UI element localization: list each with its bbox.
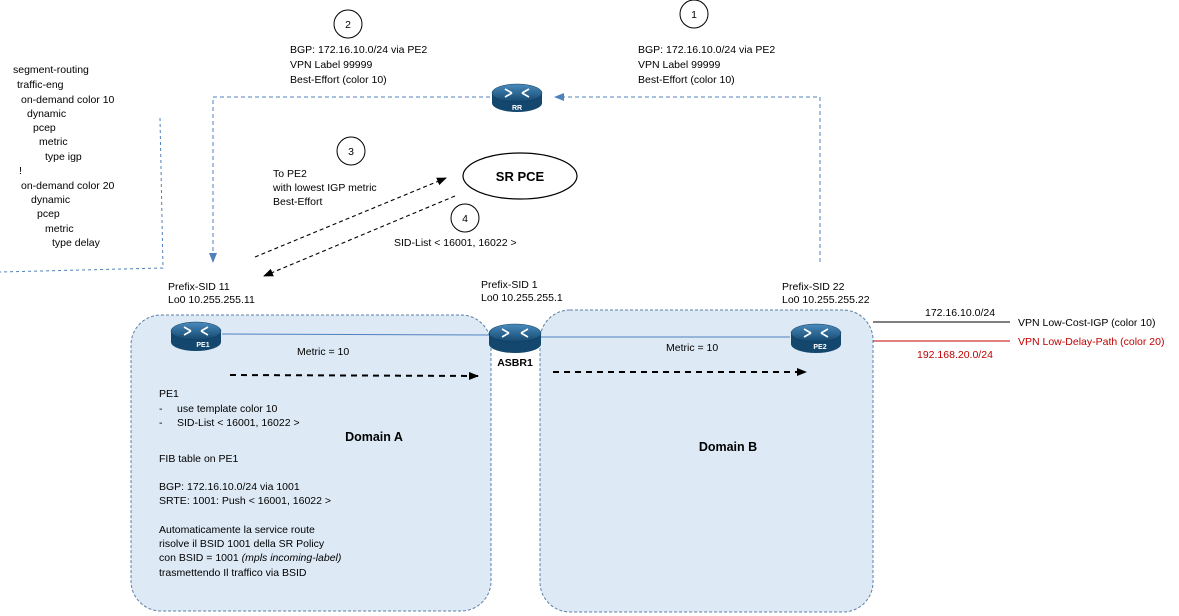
config-line: segment-routing [13,64,89,76]
domain-b-area [539,309,874,613]
pe2-loopback: Lo0 10.255.255.22 [782,294,870,306]
domain-a-area [130,314,492,612]
config-line: metric [39,136,68,148]
config-line: dynamic [31,194,70,206]
bgp-update-text: VPN Label 99999 [290,59,372,71]
asbr1-router-icon[interactable] [488,323,542,353]
svg-text:SR PCE: SR PCE [496,169,545,184]
step-4-marker: 4 [450,203,480,233]
config-line: pcep [37,208,60,220]
config-line: dynamic [27,108,66,120]
pe2-router-icon[interactable]: PE2 [790,323,842,353]
config-line: metric [45,223,74,235]
pe2-prefix-sid: Prefix-SID 22 [782,281,845,293]
link-pe1-asbr1 [221,333,491,336]
link-metric-label: Metric = 10 [297,346,349,358]
pe1-notes-bullet: - [159,417,163,429]
bgp-update-text: VPN Label 99999 [638,59,720,71]
auto-note: con BSID = 1001 (mpls incoming-label) [159,552,341,564]
svg-text:2: 2 [345,19,351,31]
asbr1-loopback: Lo0 10.255.255.1 [481,292,563,304]
pe1-prefix-sid: Prefix-SID 11 [168,281,230,293]
bgp-update-text: BGP: 172.16.10.0/24 via PE2 [638,44,775,56]
fib-entry: SRTE: 1001: Push < 16001, 16022 > [159,495,331,507]
bgp-update-text: Best-Effort (color 10) [638,74,735,86]
domain-b-label: Domain B [699,440,757,454]
config-line: on-demand color 10 [21,94,115,106]
auto-note: trasmettendo Il traffico via BSID [159,567,307,579]
pe1-notes-bullet: - [159,403,163,415]
bgp-update-text: Best-Effort (color 10) [290,74,387,86]
pcep-reply-arrow [263,195,456,277]
pce-reply-text: SID-List < 16001, 16022 > [394,237,517,249]
asbr1-prefix-sid: Prefix-SID 1 [481,279,538,291]
bgp-update-text: BGP: 172.16.10.0/24 via PE2 [290,44,427,56]
svg-text:PE2: PE2 [813,344,826,351]
pce-request-text: To PE2 [273,168,307,180]
prefix-label: 192.168.20.0/24 [917,349,993,361]
config-line: type igp [45,151,82,163]
pce-request-text: with lowest IGP metric [272,182,377,194]
link-metric-label: Metric = 10 [666,342,718,354]
fib-title: FIB table on PE1 [159,453,239,465]
config-line: traffic-eng [17,79,64,91]
svg-text:RR: RR [512,105,522,112]
bgp-path-pe2-to-rr [554,93,821,262]
bgp-path-rr-to-pe1 [209,96,490,263]
auto-note: Automaticamente la service route [159,524,315,536]
svg-text:3: 3 [348,146,354,158]
config-line: type delay [52,237,101,249]
vpn-label: VPN Low-Cost-IGP (color 10) [1018,317,1156,329]
pe1-notes-bullet-text: use template color 10 [177,403,278,415]
vpn-label: VPN Low-Delay-Path (color 20) [1018,336,1164,348]
asbr1-label: ASBR1 [497,357,533,369]
pe1-notes-bullet-text: SID-List < 16001, 16022 > [177,417,300,429]
auto-note: risolve il BSID 1001 della SR Policy [159,538,325,550]
config-line: pcep [33,122,56,134]
config-line: on-demand color 20 [21,180,115,192]
pe1-router-icon[interactable]: PE1 [170,321,222,351]
svg-text:PE1: PE1 [196,342,209,349]
step-3-marker: 3 [336,136,366,166]
pe1-notes-title: PE1 [159,388,179,400]
svg-text:1: 1 [691,9,697,21]
pe1-loopback: Lo0 10.255.255.11 [168,294,255,306]
rr-router-icon[interactable]: RR [491,83,543,112]
sr-pce-node[interactable]: SR PCE [462,152,578,200]
svg-text:4: 4 [462,213,468,225]
pce-request-text: Best-Effort [273,196,322,208]
traffic-arrow-domain-a [229,371,479,380]
step-2-marker: 2 [333,9,363,39]
config-line: ! [19,165,22,177]
domain-a-label: Domain A [345,430,403,444]
prefix-label: 172.16.10.0/24 [925,307,995,319]
fib-entry: BGP: 172.16.10.0/24 via 1001 [159,481,300,493]
config-bracket [0,117,164,273]
step-1-marker: 1 [679,0,709,29]
